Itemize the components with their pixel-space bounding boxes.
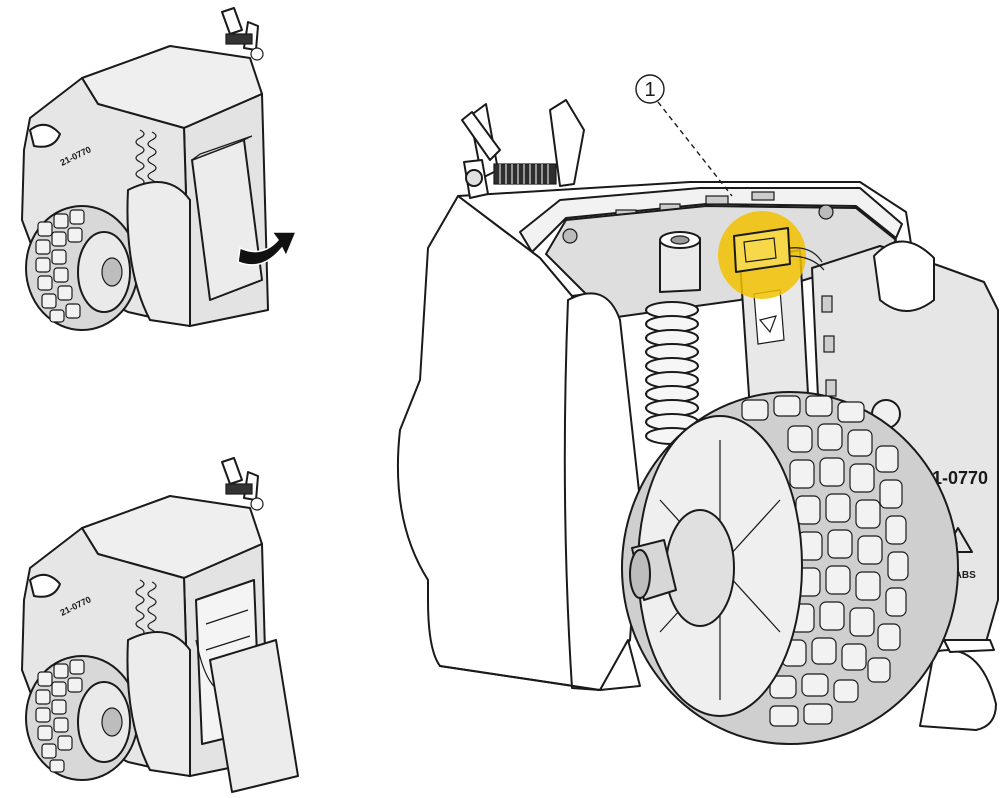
model-label-large: 21-0770 [922,468,988,488]
callout-number: 1 [644,79,655,101]
view-cover-open: 21-0770 [21,457,299,793]
callout-leader [657,101,733,197]
view-detail: 21-0770 7 PC/ABS [396,74,999,745]
callout-marker [635,74,665,104]
rotate-arrow-icon [237,231,298,266]
view-cover-rotate: 21-0770 [21,7,298,331]
